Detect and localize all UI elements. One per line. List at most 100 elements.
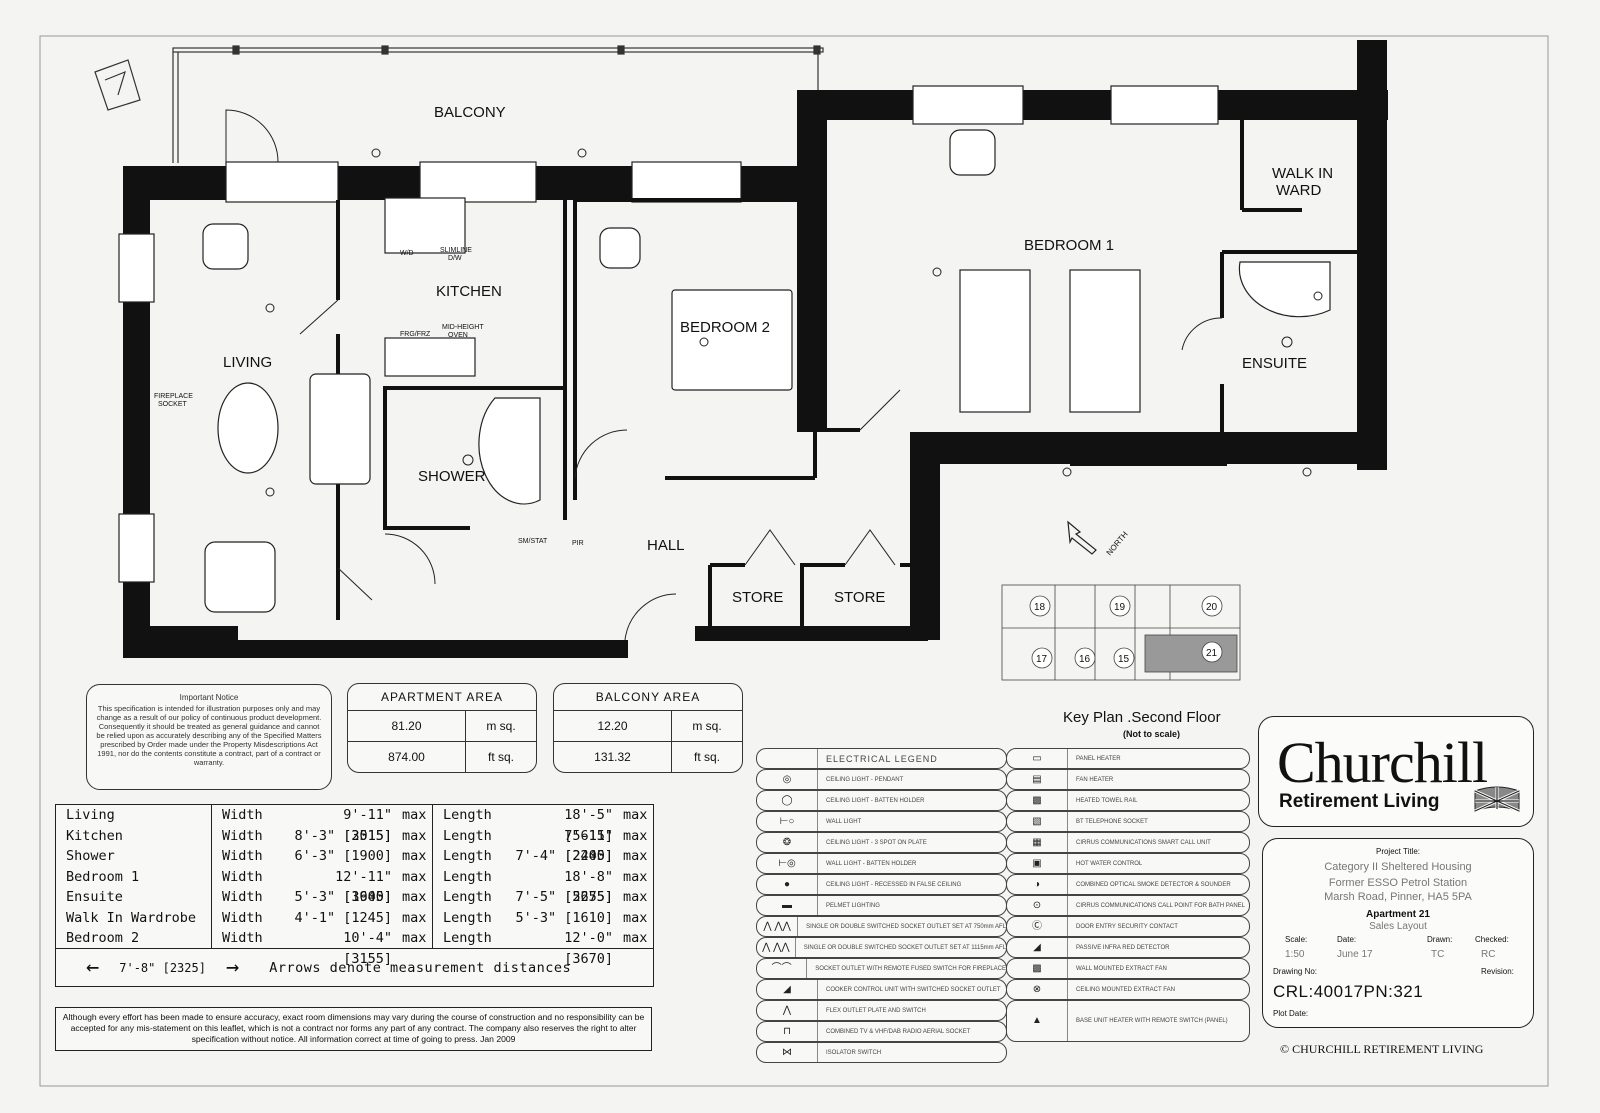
plot-date-label: Plot Date: xyxy=(1273,1009,1309,1018)
apartment-area-unit: m sq. xyxy=(486,719,516,733)
pelmet-light-icon: ▬ xyxy=(757,896,818,915)
legend-text: COMBINED OPTICAL SMOKE DETECTOR & SOUNDE… xyxy=(1076,881,1231,888)
length-value: 18'-8" [5675] xyxy=(564,868,613,906)
length-label: Length xyxy=(443,868,492,885)
electrical-legend-right: ▭PANEL HEATER ▤FAN HEATER ▩HEATED TOWEL … xyxy=(1006,748,1250,1066)
title-block: Project Title: Category II Sheltered Hou… xyxy=(1262,838,1534,1028)
fixture-label-fireplace-1: FIREPLACE xyxy=(154,393,193,400)
list-item: ⊢◎WALL LIGHT - BATTEN HOLDER xyxy=(756,853,1007,874)
max-label: max xyxy=(623,868,648,885)
max-label: max xyxy=(623,848,648,864)
legend-text: SINGLE OR DOUBLE SWITCHED SOCKET OUTLET … xyxy=(806,923,1006,930)
width-label: Width xyxy=(222,827,263,844)
fixture-label-smstat: SM/STAT xyxy=(518,538,548,545)
list-item: ⊗CEILING MOUNTED EXTRACT FAN xyxy=(1006,979,1250,1000)
list-item: ⋈ISOLATOR SWITCH xyxy=(756,1042,1007,1063)
legend-text: CEILING LIGHT - 3 SPOT ON PLATE xyxy=(826,839,927,846)
room-label-balcony: BALCONY xyxy=(434,104,506,121)
wall-light-icon: ⊢○ xyxy=(757,812,818,831)
legend-text: CEILING LIGHT - RECESSED IN FALSE CEILIN… xyxy=(826,881,962,888)
list-item: ▤ FAN HEATER xyxy=(1006,769,1250,790)
width-value: 4'-1" [1245] xyxy=(294,909,392,926)
call-point-icon: ⊙ xyxy=(1007,896,1068,915)
scale-value: 1:50 xyxy=(1285,949,1305,960)
max-label: max xyxy=(623,827,648,844)
scale-label: Scale: xyxy=(1285,935,1308,944)
fixture-label-mid-height-1: MID-HEIGHT xyxy=(442,324,484,331)
list-item: ⊢○WALL LIGHT xyxy=(756,811,1007,832)
spot-light-icon: ❂ xyxy=(757,833,818,852)
drawing-no-label: Drawing No: xyxy=(1273,967,1318,976)
width-label: Width xyxy=(222,930,263,946)
project-line-1: Category II Sheltered Housing xyxy=(1324,861,1472,873)
apartment-area-box: APARTMENT AREA 81.20 m sq. 874.00 ft sq. xyxy=(347,683,537,773)
list-item: ◢PASSIVE INFRA RED DETECTOR xyxy=(1006,937,1250,958)
north-label: NORTH xyxy=(1105,530,1130,558)
max-label: max xyxy=(402,889,427,905)
list-item: ▣HOT WATER CONTROL xyxy=(1006,853,1250,874)
balcony-area-row: 12.20 m sq. xyxy=(554,711,742,742)
length-label: Length xyxy=(443,807,492,823)
list-item: ▧BT TELEPHONE SOCKET xyxy=(1006,811,1250,832)
width-label: Width xyxy=(222,889,263,905)
legend-text: FAN HEATER xyxy=(1076,776,1114,783)
max-label: max xyxy=(623,930,648,946)
room-label-living: LIVING xyxy=(223,354,272,371)
legend-text: SINGLE OR DOUBLE SWITCHED SOCKET OUTLET … xyxy=(803,944,1006,951)
fan-heater-icon: ▤ xyxy=(1007,770,1068,789)
pir-icon: ◢ xyxy=(1007,938,1068,957)
width-value: 8'-3" [2515] xyxy=(294,827,392,844)
key-unit-18: 18 xyxy=(1034,602,1046,613)
length-value: 12'-0" [3670] xyxy=(564,930,613,967)
legend-text: ISOLATOR SWITCH xyxy=(826,1049,882,1056)
length-value: 5'-3" [1610] xyxy=(515,909,613,926)
notice-title: Important Notice xyxy=(179,693,239,702)
apartment-area-title: APARTMENT AREA xyxy=(348,684,536,711)
furniture xyxy=(202,129,1331,613)
room-name: Bedroom 2 xyxy=(56,928,212,949)
key-unit-19: 19 xyxy=(1114,602,1126,613)
notice-body: This specification is intended for illus… xyxy=(96,704,322,767)
checked-label: Checked: xyxy=(1475,935,1509,944)
windows xyxy=(118,85,1219,583)
apartment-area-row: 81.20 m sq. xyxy=(348,711,536,742)
arrow-note: Arrows denote measurement distances xyxy=(269,959,572,976)
key-plan-note: (Not to scale) xyxy=(1123,729,1181,739)
width-label: Width xyxy=(222,848,263,864)
list-item: ⋀ ⋀⋀SINGLE OR DOUBLE SWITCHED SOCKET OUT… xyxy=(756,916,1007,937)
length-label: Length xyxy=(443,827,492,844)
arrow-left-icon: ← xyxy=(86,955,100,980)
fixture-label-frg: FRG/FRZ xyxy=(400,331,431,338)
legend-text: HOT WATER CONTROL xyxy=(1076,860,1143,867)
width-value: 5'-3" [1600] xyxy=(294,889,392,905)
drawn-value: TC xyxy=(1431,949,1445,960)
room-name: Walk In Wardrobe xyxy=(56,907,212,928)
list-item: ⋀FLEX OUTLET PLATE AND SWITCH xyxy=(756,1000,1007,1021)
key-unit-16: 16 xyxy=(1079,654,1091,665)
legend-text: SOCKET OUTLET WITH REMOTE FUSED SWITCH F… xyxy=(815,965,1006,972)
fixture-label-fireplace-2: SOCKET xyxy=(158,401,188,408)
width-value: 9'-11" [3015] xyxy=(343,807,392,844)
list-item: ❂ CEILING LIGHT - 3 SPOT ON PLATE xyxy=(756,832,1007,853)
legend-text: CIRRUS COMMUNICATIONS CALL POINT FOR BAT… xyxy=(1076,902,1246,909)
fixture-label-dw: D/W xyxy=(448,255,462,262)
list-item: ◯CEILING LIGHT - BATTEN HOLDER xyxy=(756,790,1007,811)
arrow-note-row: ← 7'-8" [2325] → Arrows denote measureme… xyxy=(56,948,653,986)
legend-text: CIRRUS COMMUNICATIONS SMART CALL UNIT xyxy=(1076,839,1211,846)
flex-outlet-icon: ⋀ xyxy=(757,1001,818,1020)
fused-socket-icon: ⌒⌒ xyxy=(757,959,808,978)
apartment-area-value: 81.20 xyxy=(348,711,466,741)
apartment-area-row: 874.00 ft sq. xyxy=(348,742,536,772)
important-notice: Important Notice This specification is i… xyxy=(86,684,332,790)
recessed-light-icon: ● xyxy=(757,875,818,894)
list-item: ◢COOKER CONTROL UNIT WITH SWITCHED SOCKE… xyxy=(756,979,1007,1000)
legend-text: WALL MOUNTED EXTRACT FAN xyxy=(1076,965,1167,972)
layout-name: Sales Layout xyxy=(1369,921,1427,932)
doors xyxy=(225,109,1223,641)
arrow-example: 7'-8" [2325] xyxy=(119,960,206,975)
